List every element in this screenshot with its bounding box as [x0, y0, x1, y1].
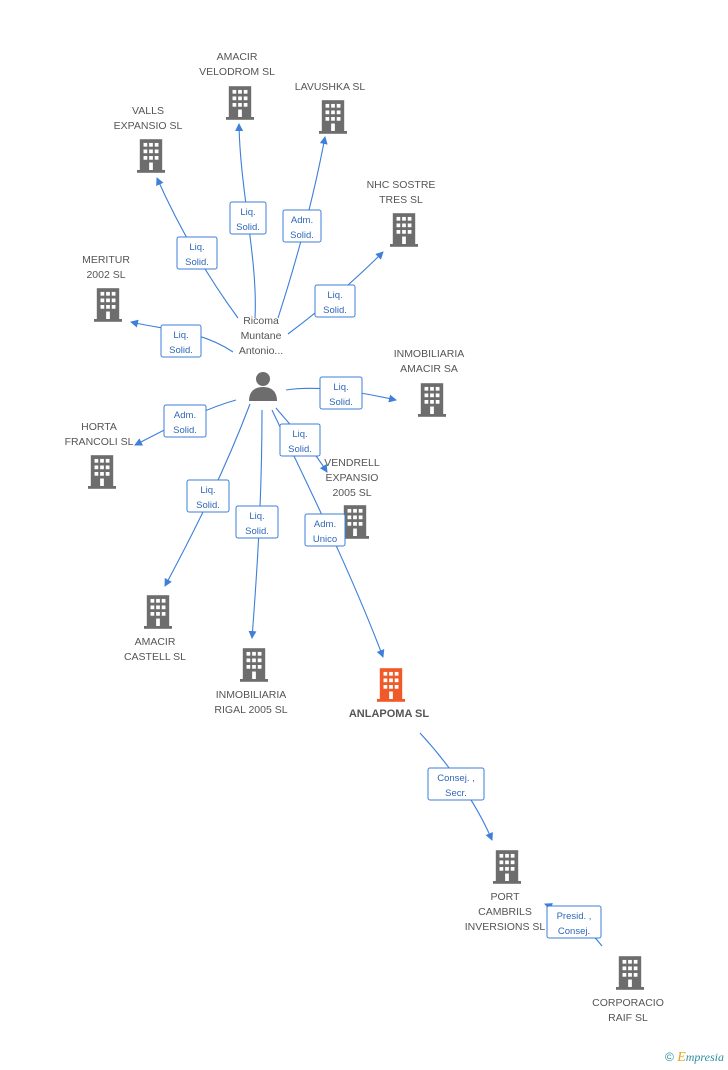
relation-label: Liq.Solid. [185, 242, 209, 268]
building-icon [137, 139, 165, 173]
building-icon [390, 213, 418, 247]
relation-badge-rel-anlapoma[interactable]: Adm.Unico [304, 513, 346, 547]
building-icon [226, 86, 254, 120]
building-icon [493, 850, 521, 884]
relation-badge-rel-inmob-amacir[interactable]: Liq.Solid. [319, 376, 363, 410]
copyright-symbol: © [665, 1050, 674, 1064]
building-icon [94, 288, 122, 322]
empresia-watermark: © Empresia [665, 1050, 724, 1066]
relation-badge-rel-lavushka[interactable]: Adm.Solid. [282, 209, 322, 243]
relation-label: Liq.Solid. [196, 485, 220, 511]
relation-badge-rel-vendrell[interactable]: Liq.Solid. [279, 423, 321, 457]
building-icon [319, 100, 347, 134]
relation-label: Liq.Solid. [245, 511, 269, 537]
relation-badge-rel-rigal[interactable]: Liq.Solid. [235, 505, 279, 539]
building-icon [240, 648, 268, 682]
relation-label: Liq.Solid. [329, 382, 353, 408]
person-icon [249, 372, 277, 401]
relation-badge-rel-valls[interactable]: Liq.Solid. [176, 236, 218, 270]
relation-label: Liq.Solid. [323, 290, 347, 316]
relation-label: Adm.Solid. [173, 410, 197, 436]
relation-badge-rel-horta[interactable]: Adm.Solid. [163, 404, 207, 438]
building-icon [616, 956, 644, 990]
relation-badge-rel-port-cambrils[interactable]: Consej. ,Secr. [427, 767, 485, 801]
building-icon [418, 383, 446, 417]
brand-rest: mpresia [685, 1050, 724, 1064]
relation-badge-rel-nhc[interactable]: Liq.Solid. [314, 284, 356, 318]
relation-badge-rel-amacir-castell[interactable]: Liq.Solid. [186, 479, 230, 513]
relation-badge-rel-amacir-velodrom[interactable]: Liq.Solid. [229, 201, 267, 235]
relations-layer: Liq.Solid. Adm.Solid. Liq.Solid. Liq.Solid.… [160, 201, 602, 939]
relation-label: Adm.Unico [313, 519, 337, 545]
company-node-anlapoma[interactable]: ANLAPOMA SL [349, 668, 430, 720]
relation-badge-rel-corporacio[interactable]: Presid. ,Consej. [546, 905, 602, 939]
relation-label: Liq.Solid. [169, 330, 193, 356]
brand-initial: E [677, 1050, 686, 1065]
relation-label: Adm.Solid. [290, 215, 314, 241]
building-icon [88, 455, 116, 489]
relation-label: Consej. ,Secr. [437, 773, 475, 799]
relation-badge-rel-meritur[interactable]: Liq.Solid. [160, 324, 202, 358]
company-label-anlapoma: ANLAPOMA SL [349, 708, 430, 720]
relation-label: Presid. ,Consej. [557, 911, 592, 937]
relation-label: Liq.Solid. [236, 207, 260, 233]
building-icon [377, 668, 405, 702]
building-icon [144, 595, 172, 629]
relation-label: Liq.Solid. [288, 429, 312, 455]
company-label-lavushka: LAVUSHKA SL [295, 81, 366, 93]
company-node-lavushka[interactable]: LAVUSHKA SL [295, 81, 366, 134]
